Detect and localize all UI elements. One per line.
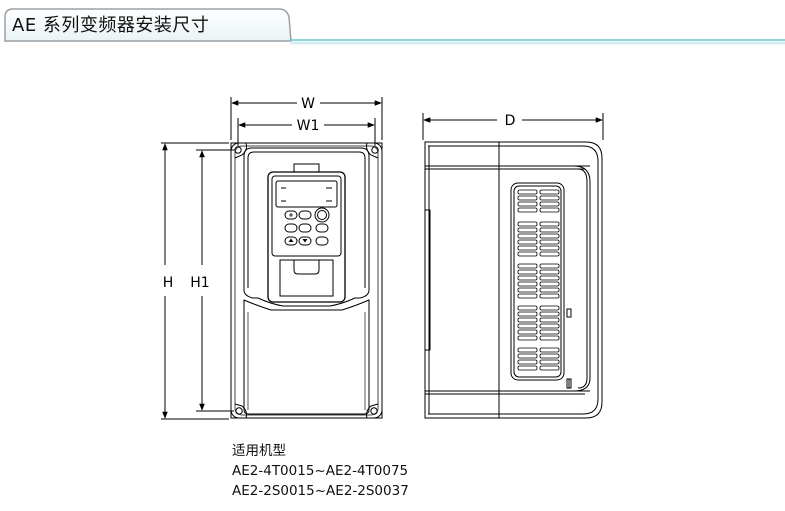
label-width: W (301, 96, 315, 112)
vent-slot (517, 293, 538, 299)
vent-slot (539, 293, 560, 299)
vent-slot (539, 221, 560, 227)
models-heading: 适用机型 (232, 443, 286, 459)
vent-slot (517, 329, 538, 335)
label-inner-width: W1 (297, 118, 320, 134)
vent-slot (517, 201, 538, 207)
vent-slot (517, 227, 538, 233)
label-inner-height: H1 (190, 275, 209, 291)
vent-slot (539, 195, 560, 201)
title-tab (4, 8, 292, 42)
vent-slot (517, 359, 538, 365)
vent-slot (539, 365, 560, 371)
header-rule (290, 39, 785, 45)
vent-slot (539, 287, 560, 293)
vent-slot (539, 311, 560, 317)
vent-slot (517, 251, 538, 257)
vent-slot (517, 317, 538, 323)
vent-slot (517, 275, 538, 281)
depth-dimension-line (422, 113, 604, 140)
vent-slot (539, 207, 560, 213)
vent-slot (539, 227, 560, 233)
vent-slot (539, 353, 560, 359)
vent-slot (539, 201, 560, 207)
vent-slot (539, 335, 560, 341)
vent-slot (539, 347, 560, 353)
vent-slot (539, 329, 560, 335)
vent-slots (517, 189, 560, 371)
vent-slot (517, 189, 538, 195)
front-view (230, 142, 383, 419)
keypad-glyphs (288, 213, 308, 243)
vent-slot (517, 233, 538, 239)
vent-slot (539, 189, 560, 195)
vent-slot (517, 335, 538, 341)
vent-slot (539, 263, 560, 269)
vent-slot (517, 305, 538, 311)
vent-slot (517, 239, 538, 245)
vent-slot (517, 269, 538, 275)
applicable-models: 适用机型 AE2-4T0015~AE2-4T0075 AE2-2S0015~AE… (232, 441, 409, 501)
vent-slot (517, 365, 538, 371)
label-height: H (163, 275, 174, 291)
vent-slot (539, 281, 560, 287)
page-title: AE 系列变频器安装尺寸 (12, 15, 210, 36)
vent-slot (539, 359, 560, 365)
vent-slot (517, 347, 538, 353)
model-line-2: AE2-2S0015~AE2-2S0037 (232, 483, 409, 499)
vent-slot (539, 245, 560, 251)
vent-slot (517, 287, 538, 293)
vent-slot (539, 275, 560, 281)
vent-slot (539, 323, 560, 329)
vent-slot (539, 233, 560, 239)
vent-slot (517, 281, 538, 287)
vent-slot (539, 251, 560, 257)
label-depth: D (505, 113, 516, 129)
vent-slot (517, 207, 538, 213)
front-dimension-lines (161, 97, 383, 420)
vent-slot (539, 317, 560, 323)
vent-slot (517, 323, 538, 329)
side-view (424, 141, 603, 419)
vent-slot (517, 195, 538, 201)
vent-slot (517, 263, 538, 269)
vent-slot (517, 245, 538, 251)
vent-slot (517, 353, 538, 359)
vent-slot (539, 269, 560, 275)
vent-slot (539, 305, 560, 311)
vent-slot (539, 239, 560, 245)
vent-slot (517, 221, 538, 227)
model-line-1: AE2-4T0015~AE2-4T0075 (232, 463, 409, 479)
vent-slot (517, 311, 538, 317)
